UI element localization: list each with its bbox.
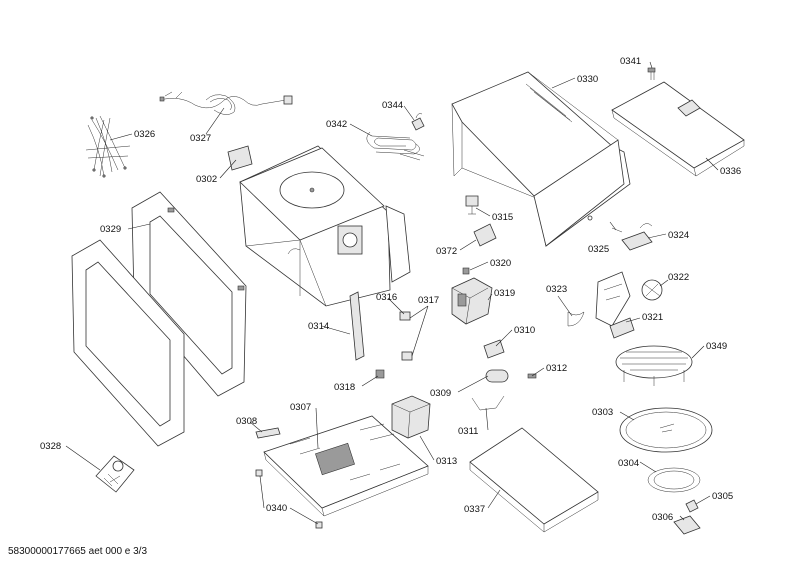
part-0316-switch: [399, 311, 413, 361]
part-0323-air-guide: [567, 271, 631, 327]
part-0321-bracket: [609, 317, 635, 339]
callout-0304: 0304: [618, 458, 639, 469]
part-0322-fan: [641, 279, 663, 301]
part-0318-switch: [375, 369, 385, 379]
callout-0311: 0311: [458, 426, 478, 437]
callout-0323: 0323: [546, 284, 567, 295]
callout-0309: 0309: [430, 388, 451, 399]
part-0349-rack: [615, 345, 693, 386]
callout-0305: 0305: [712, 491, 733, 502]
part-0372-bracket: [473, 223, 497, 247]
callout-0341: 0341: [620, 56, 641, 67]
part-0302-pad: [227, 145, 253, 171]
callout-0342: 0342: [326, 119, 347, 130]
part-0341-screw: [647, 67, 656, 80]
part-0315-lamp: [465, 195, 479, 215]
part-0319-transformer: [451, 277, 493, 325]
callout-0322: 0322: [668, 272, 689, 283]
part-0324-board: [621, 223, 653, 251]
callout-0307: 0307: [290, 402, 311, 413]
callout-0329: 0329: [100, 224, 121, 235]
part-0309-capacitor: [485, 369, 509, 383]
callout-0328: 0328: [40, 441, 61, 452]
callout-0344: 0344: [382, 100, 403, 111]
callout-0303: 0303: [592, 407, 613, 418]
part-0344-clip: [411, 113, 425, 131]
part-main-cavity: [239, 145, 411, 307]
part-0306-motor: [673, 515, 701, 535]
callout-0316: 0316: [376, 292, 397, 303]
part-0311-diode: [471, 395, 505, 411]
callout-labels: 0326 0327 0302 0342 0344 0330 0341 0336 …: [40, 56, 741, 523]
part-0342-heater: [366, 131, 425, 161]
callout-0325: 0325: [588, 244, 609, 255]
part-0325-wire: [611, 227, 623, 233]
callout-0320: 0320: [490, 258, 511, 269]
callout-0306: 0306: [652, 512, 673, 523]
callout-0326: 0326: [134, 129, 155, 140]
part-0313-magnetron: [391, 395, 431, 439]
callout-0302: 0302: [196, 174, 217, 185]
part-0336-top-cover: [611, 81, 745, 177]
callout-0317: 0317: [418, 295, 439, 306]
part-0327-wire-harness: [159, 91, 293, 115]
part-0329-door-frame: [131, 191, 247, 397]
part-0330-outer-casing: [451, 71, 631, 247]
part-0303-turntable: [619, 407, 713, 453]
callout-0315: 0315: [492, 212, 513, 223]
callout-0327: 0327: [190, 133, 211, 144]
part-0314-latch: [349, 291, 365, 361]
part-0305-coupler: [685, 499, 699, 513]
part-0304-roller-ring: [647, 467, 701, 493]
callout-0314: 0314: [308, 321, 329, 332]
callout-0324: 0324: [668, 230, 689, 241]
callout-0312: 0312: [546, 363, 567, 374]
callout-0372: 0372: [436, 246, 457, 257]
callout-0318: 0318: [334, 382, 355, 393]
part-0320-connector: [462, 267, 470, 275]
callout-0330: 0330: [577, 74, 598, 85]
part-0307-base-plate: [263, 415, 429, 517]
callout-0319: 0319: [494, 288, 515, 299]
document-reference: 58300000177665 aet 000 e 3/3: [8, 546, 147, 557]
callout-0308: 0308: [236, 416, 257, 427]
part-0337-tray: [469, 427, 599, 533]
callout-0349: 0349: [706, 341, 727, 352]
part-0340-feet: [255, 469, 323, 529]
callout-0310: 0310: [514, 325, 535, 336]
part-0326-cable-ties: [85, 115, 131, 178]
callout-0337: 0337: [464, 504, 485, 515]
callout-0321: 0321: [642, 312, 663, 323]
part-0328-screw-kit: [95, 455, 135, 493]
callout-0313: 0313: [436, 456, 457, 467]
part-0329-door-panel: [71, 239, 185, 447]
callout-0336: 0336: [720, 166, 741, 177]
leader-lines: [65, 61, 719, 525]
part-0308-strip: [255, 427, 281, 439]
part-0310-bracket: [483, 339, 505, 359]
callout-0340: 0340: [266, 503, 287, 514]
